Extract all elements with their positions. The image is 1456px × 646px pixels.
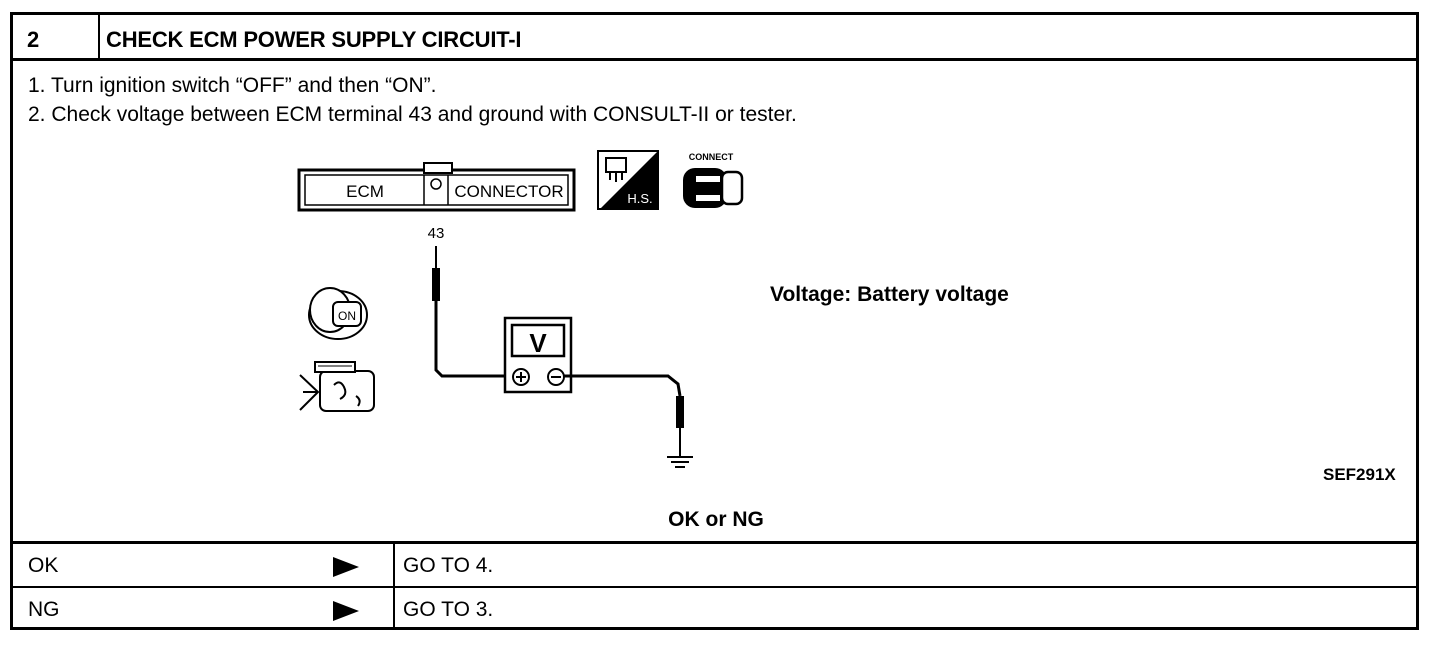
results-row-divider bbox=[10, 586, 1419, 588]
header-divider bbox=[10, 58, 1419, 61]
procedure-table bbox=[10, 12, 1419, 630]
results-column-divider bbox=[393, 541, 395, 630]
header-column-divider bbox=[98, 12, 100, 60]
ecm-connector: ECM CONNECTOR bbox=[297, 162, 576, 212]
voltage-spec: Voltage: Battery voltage bbox=[770, 283, 1009, 306]
connector-label-connector: CONNECTOR bbox=[454, 182, 563, 201]
result-ok-label: OK bbox=[28, 554, 59, 577]
positive-probe-lead bbox=[432, 246, 513, 378]
negative-probe-lead bbox=[564, 374, 684, 456]
connect-label: CONNECT bbox=[689, 152, 734, 162]
result-ng-arrow-icon bbox=[333, 601, 359, 621]
figure-reference: SEF291X bbox=[1323, 465, 1396, 484]
check-question: OK or NG bbox=[668, 508, 764, 531]
result-ok-arrow-icon bbox=[333, 557, 359, 577]
result-ng-label: NG bbox=[28, 598, 60, 621]
engine-icon bbox=[299, 361, 375, 412]
ground-icon bbox=[667, 456, 693, 468]
instruction-1: 1. Turn ignition switch “OFF” and then “… bbox=[28, 74, 437, 97]
result-ok-action: GO TO 4. bbox=[403, 554, 494, 577]
connect-connector-icon: CONNECT bbox=[683, 152, 744, 208]
instruction-2: 2. Check voltage between ECM terminal 43… bbox=[28, 103, 797, 126]
harness-side-icon: H.S. bbox=[597, 150, 659, 210]
key-on-label: ON bbox=[338, 309, 356, 323]
step-number: 2 bbox=[27, 27, 40, 52]
results-divider bbox=[10, 541, 1419, 544]
voltmeter-icon: V bbox=[503, 316, 573, 394]
connector-label-ecm: ECM bbox=[346, 182, 384, 201]
terminal-number: 43 bbox=[428, 225, 445, 242]
result-ng-action: GO TO 3. bbox=[403, 598, 494, 621]
step-title: CHECK ECM POWER SUPPLY CIRCUIT-I bbox=[106, 27, 522, 52]
hs-label: H.S. bbox=[627, 191, 652, 206]
meter-label: V bbox=[529, 328, 547, 358]
ignition-key-on-icon: ON bbox=[308, 287, 368, 340]
